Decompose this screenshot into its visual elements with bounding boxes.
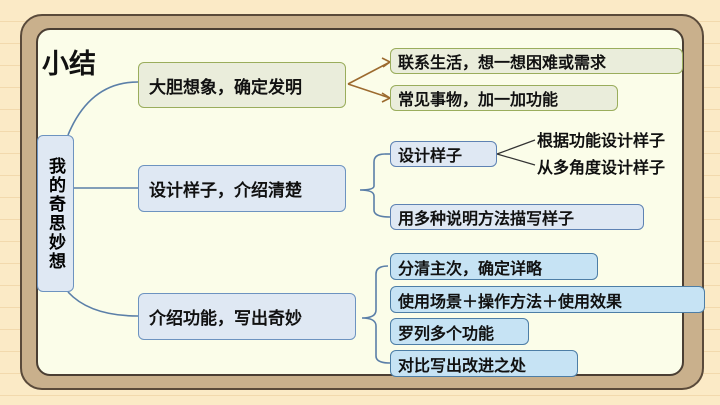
sub-item: 根据功能设计样子	[537, 131, 666, 150]
branch-1-node: 大胆想象，确定发明	[138, 62, 346, 108]
leaf-node: 对比写出改进之处	[390, 350, 578, 377]
page-title: 小结	[42, 49, 96, 80]
leaf-node: 常见事物，加一加功能	[390, 85, 618, 111]
sub-item: 从多角度设计样子	[537, 158, 666, 177]
leaf-node: 联系生活，想一想困难或需求	[390, 48, 683, 74]
root-node: 我的奇思妙想	[37, 135, 74, 292]
leaf-node: 设计样子	[390, 141, 497, 167]
leaf-node: 分清主次，确定详略	[390, 253, 598, 280]
leaf-node: 用多种说明方法描写样子	[390, 204, 644, 230]
branch-3-node: 介绍功能，写出奇妙	[138, 293, 356, 340]
leaf-node: 使用场景＋操作方法＋使用效果	[390, 286, 705, 313]
leaf-node: 罗列多个功能	[390, 318, 529, 345]
branch-2-node: 设计样子，介绍清楚	[138, 165, 346, 212]
